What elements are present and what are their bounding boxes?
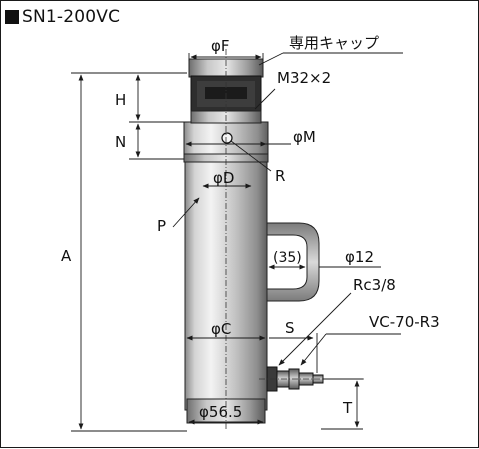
dim-label-phi-c: φC bbox=[211, 320, 231, 338]
dim-label-p: P bbox=[157, 217, 166, 235]
dim-label-h: H bbox=[115, 91, 126, 109]
label-thread: M32×2 bbox=[277, 69, 331, 87]
dim-label-t: T bbox=[342, 399, 353, 417]
drawing-title: SN1-200VC bbox=[22, 7, 121, 27]
label-valve-model: VC-70-R3 bbox=[369, 313, 440, 331]
dimension-lines bbox=[71, 53, 381, 432]
carry-handle bbox=[266, 222, 320, 302]
dim-label-phi-m: φM bbox=[293, 128, 316, 146]
dim-label-phi-d: φD bbox=[213, 169, 234, 187]
dim-label-phi-56-5: φ56.5 bbox=[199, 403, 242, 421]
dim-label-r: R bbox=[275, 167, 285, 185]
leader-lines bbox=[172, 52, 403, 366]
dim-label-n: N bbox=[115, 133, 126, 151]
title-marker-square bbox=[5, 10, 19, 24]
dim-label-phi-12: φ12 bbox=[345, 248, 374, 266]
dim-label-s: S bbox=[285, 319, 295, 337]
dim-label-a: A bbox=[61, 247, 72, 265]
dim-label-handle-width: (35) bbox=[273, 250, 302, 266]
label-special-cap: 専用キャップ bbox=[289, 34, 379, 52]
dim-label-phi-f: φF bbox=[211, 37, 230, 55]
label-port-thread: Rc3/8 bbox=[353, 276, 396, 294]
release-hole bbox=[221, 132, 233, 144]
title-block: SN1-200VC bbox=[5, 6, 120, 28]
